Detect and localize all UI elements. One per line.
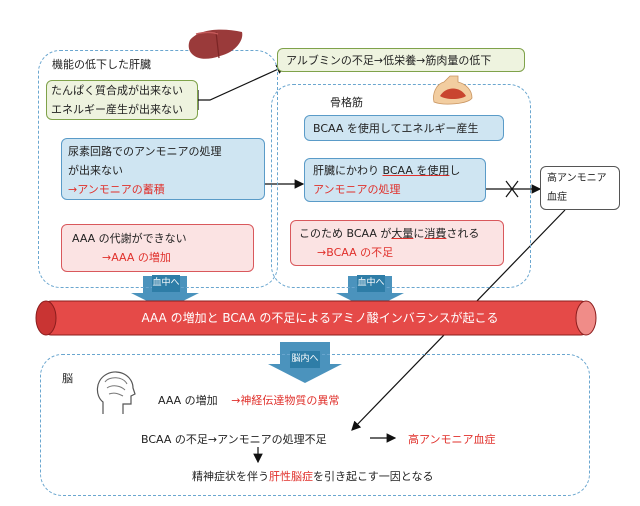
bcaa-consumption-box: このため BCAA が大量に消費される →BCAA の不足: [290, 220, 504, 266]
brain-hyperammonemia: 高アンモニア血症: [408, 433, 496, 446]
brain-aaa-result: →神経伝達物質の異常: [231, 394, 340, 407]
conclusion-pre: 精神症状を伴う: [192, 470, 269, 483]
brain-label: 脳: [62, 372, 73, 385]
tag-blood-liver: 血中へ: [152, 275, 180, 292]
consume-use: 消費: [424, 227, 447, 240]
liver-title: 機能の低下した肝臓: [52, 58, 151, 71]
bcaa-energy-box: BCAA を使用してエネルギー産生: [304, 115, 504, 141]
aaa-line: AAA の代謝ができない: [72, 232, 187, 245]
replace-result: アンモニアの処理: [313, 183, 401, 196]
ammonia-processing-box: 肝臓にかわり BCAA を使用し アンモニアの処理: [304, 158, 486, 202]
hyperammonemia-text: 高アンモニア血症: [547, 173, 607, 203]
consume-pre: このため BCAA が: [299, 227, 392, 240]
urea-line-2: が出来ない: [68, 164, 123, 177]
consume-big: 大量: [391, 227, 414, 240]
conclusion-post: を引き起こす一因となる: [313, 470, 434, 483]
liver-line-energy: エネルギー産生が出来ない: [51, 103, 183, 116]
hyperammonemia-box: 高アンモニア血症: [540, 166, 620, 210]
aaa-box: AAA の代謝ができない →AAA の増加: [61, 224, 254, 272]
liver-line-protein: たんぱく質合成が出来ない: [51, 84, 183, 97]
consume-post: される: [446, 227, 480, 240]
arrow-to-albumin: [198, 65, 287, 101]
albumin-box: アルブミンの不足→低栄養→筋肉量の低下: [277, 48, 525, 72]
albumin-text: アルブミンの不足→低栄養→筋肉量の低下: [286, 54, 492, 67]
muscle-region: [271, 84, 531, 288]
consume-result: →BCAA の不足: [317, 246, 394, 259]
brain-bcaa-line: BCAA の不足→アンモニアの処理不足: [141, 433, 327, 446]
urea-line-1: 尿素回路でのアンモニアの処理: [68, 145, 222, 158]
tag-brain: 脳内へ: [290, 351, 320, 368]
brain-aaa-line: AAA の増加 →神経伝達物質の異常: [158, 392, 339, 408]
muscle-title: 骨格筋: [330, 96, 363, 109]
tag-blood-muscle: 血中へ: [357, 275, 385, 292]
brain-aaa-text: AAA の増加: [158, 394, 218, 407]
aaa-result: →AAA の増加: [102, 251, 171, 264]
liver-function-box: たんぱく質合成が出来ない エネルギー産生が出来ない: [46, 80, 198, 120]
brain-conclusion: 精神症状を伴う肝性脳症を引き起こす一因となる: [192, 468, 433, 484]
vessel-text: AAA の増加と BCAA の不足によるアミノ酸インバランスが起こる: [141, 311, 499, 325]
urea-result: →アンモニアの蓄積: [68, 183, 165, 196]
brain-head-icon: [96, 371, 136, 414]
muscle-arm-icon: [433, 75, 473, 105]
replace-post: し: [449, 164, 461, 177]
replace-bcaa: BCAA を使用: [382, 164, 450, 177]
liver-icon: [188, 29, 243, 59]
consume-mid: に: [413, 227, 425, 240]
bcaa-energy-text: BCAA を使用してエネルギー産生: [313, 122, 479, 135]
urea-cycle-box: 尿素回路でのアンモニアの処理 が出来ない →アンモニアの蓄積: [61, 138, 265, 200]
conclusion-red: 肝性脳症: [269, 470, 313, 483]
replace-pre: 肝臓にかわり: [313, 164, 383, 177]
